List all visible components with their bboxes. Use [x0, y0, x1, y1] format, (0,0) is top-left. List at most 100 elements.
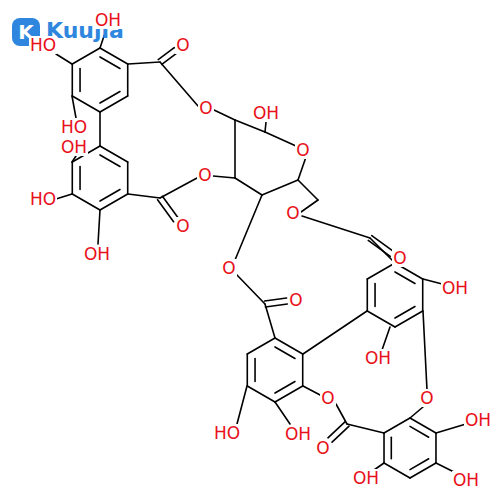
bond-line — [303, 311, 367, 354]
bond-line — [265, 304, 275, 338]
atom-label: O — [320, 389, 335, 407]
atom-label: O — [175, 36, 190, 54]
atom-label: HO — [60, 118, 88, 136]
bond-line — [100, 194, 128, 210]
bond-line — [100, 57, 120, 69]
bond-line — [71, 162, 73, 194]
atom-label: HO — [29, 190, 57, 208]
bond-line — [98, 210, 100, 244]
bond-line — [237, 386, 247, 424]
bond-line — [395, 307, 415, 319]
bond-line — [160, 178, 197, 198]
bond-line — [298, 180, 318, 200]
bond-line — [100, 92, 120, 104]
bond-line — [410, 418, 436, 433]
atom-label: OH — [352, 469, 380, 487]
bond-line — [162, 196, 178, 218]
bond-line — [367, 311, 395, 327]
bond-line — [275, 386, 303, 402]
bond-line — [79, 68, 81, 91]
bond-line — [384, 418, 410, 433]
bond-line — [236, 274, 265, 304]
bond-line — [234, 120, 236, 178]
bond-line — [128, 194, 160, 198]
atom-label: O — [288, 291, 303, 309]
bond-line — [332, 426, 349, 442]
bond-line — [262, 180, 298, 195]
atom-label: O — [315, 439, 330, 457]
bond-line — [275, 347, 295, 359]
bond-line — [79, 166, 81, 189]
atom-label: O — [198, 99, 213, 117]
bond-line — [410, 463, 436, 478]
bond-line — [72, 194, 100, 210]
bond-line — [158, 200, 174, 222]
atom-label: O — [419, 389, 434, 407]
bond-line — [56, 54, 72, 64]
atom-label: O — [221, 259, 236, 277]
atom-label: OH — [83, 245, 111, 263]
bond-line — [275, 382, 295, 394]
bond-line — [235, 195, 262, 260]
bond-line — [100, 190, 120, 202]
bond-line — [436, 424, 466, 433]
atom-label: OH — [284, 425, 312, 443]
bond-line — [265, 298, 287, 301]
bond-line — [410, 426, 429, 437]
bond-line — [246, 354, 248, 386]
atom-label: OH — [364, 349, 392, 367]
bond-line — [410, 459, 429, 470]
atom-label: HO — [29, 36, 57, 54]
bond-line — [160, 62, 198, 106]
atom-label: OH — [94, 11, 122, 29]
bond-line — [235, 178, 262, 195]
bond-line — [158, 48, 174, 60]
bond-line — [72, 156, 76, 162]
bond-line — [370, 238, 395, 263]
atom-label: OH — [60, 138, 88, 156]
atom-label: O — [392, 249, 407, 267]
bond-line — [422, 279, 424, 311]
bond-line — [72, 48, 100, 64]
bond-line — [298, 157, 306, 180]
bond-line — [302, 216, 370, 238]
bond-line — [100, 48, 128, 64]
bond-line — [275, 338, 303, 354]
bond-line — [303, 386, 322, 396]
atom-label: HO — [213, 424, 241, 442]
bond-line — [214, 110, 235, 120]
bond-line — [100, 146, 128, 162]
bond-line — [435, 433, 437, 463]
bond-line — [247, 338, 275, 354]
bond-line — [328, 422, 345, 438]
bond-line — [127, 64, 129, 96]
bond-line — [213, 176, 235, 178]
bond-line — [265, 122, 266, 132]
bond-line — [254, 358, 256, 381]
bond-line — [72, 96, 76, 118]
bond-line — [336, 404, 347, 424]
bond-line — [127, 162, 129, 194]
bond-line — [366, 279, 368, 311]
bond-line — [383, 433, 385, 463]
bond-line — [265, 304, 287, 307]
bond-line — [71, 64, 73, 96]
bond-line — [100, 155, 120, 167]
bond-line — [367, 263, 395, 279]
bond-line — [374, 283, 376, 306]
atom-label: O — [295, 141, 310, 159]
bond-line — [395, 311, 423, 327]
bond-line — [301, 200, 318, 212]
bond-line — [410, 407, 423, 418]
bond-line — [390, 437, 392, 459]
bond-line — [302, 354, 304, 386]
bond-line — [395, 272, 415, 284]
bond-line — [347, 424, 384, 433]
bond-line — [56, 194, 72, 199]
bond-line — [423, 311, 427, 390]
bond-line — [275, 402, 290, 424]
bond-line — [72, 96, 100, 112]
bond-line — [99, 112, 101, 146]
bond-line — [247, 386, 275, 402]
